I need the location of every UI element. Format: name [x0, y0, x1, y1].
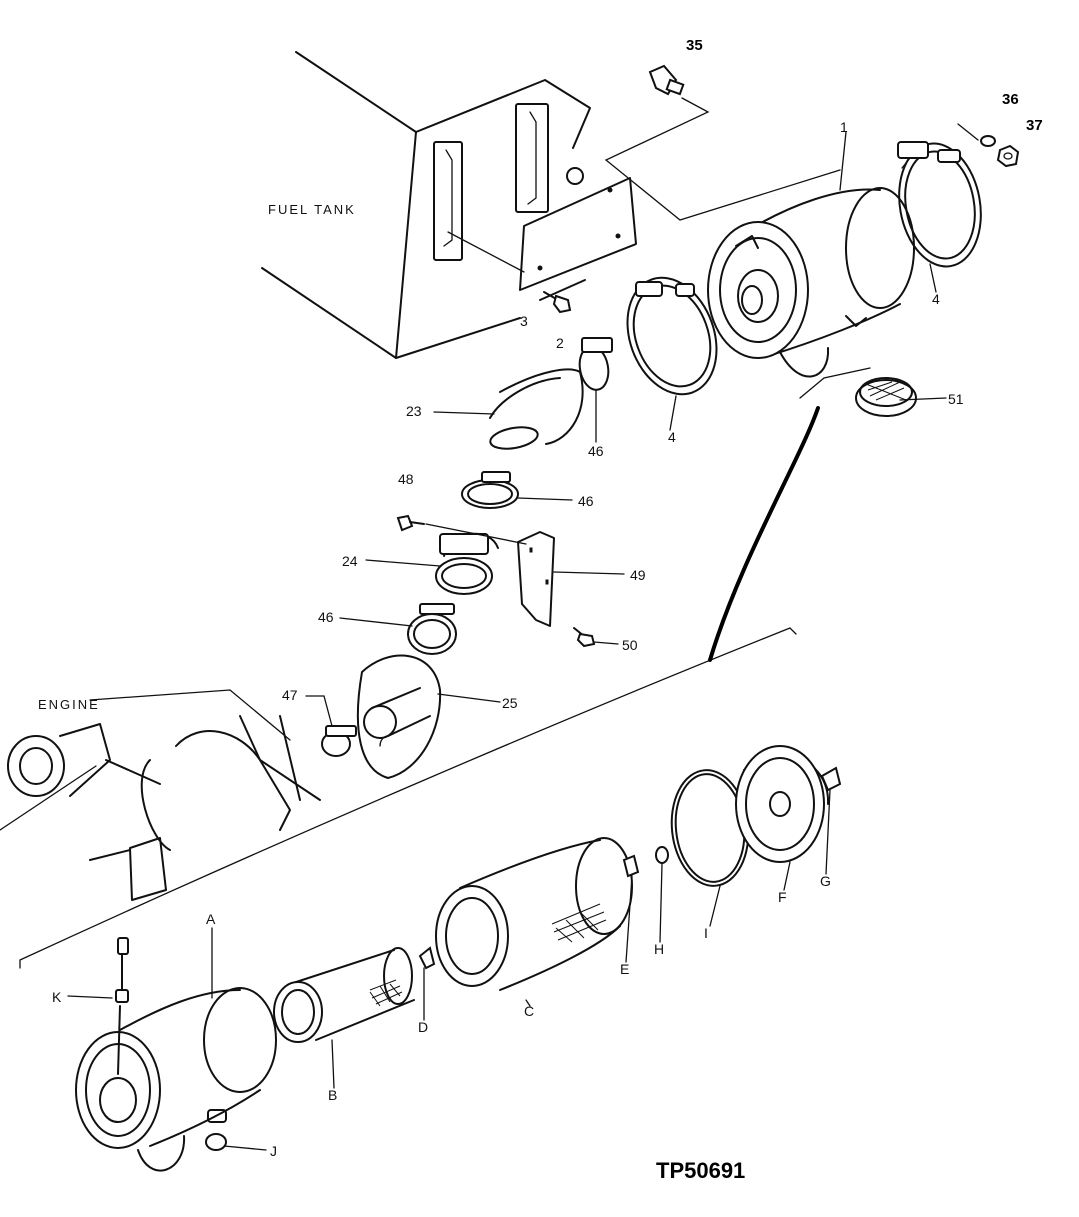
- label-A: A: [206, 911, 216, 927]
- label-4-middle: 4: [668, 429, 676, 445]
- cover: [735, 745, 830, 863]
- nut: [996, 144, 1020, 168]
- primary-filter: [435, 837, 633, 991]
- cap-screw: [396, 514, 425, 532]
- label-J: J: [270, 1143, 277, 1159]
- label-51: 51: [948, 391, 964, 407]
- washer: [980, 135, 996, 147]
- label-H: H: [654, 941, 664, 957]
- mounting-bracket: [517, 531, 555, 627]
- label-1: 1: [840, 119, 848, 135]
- label-25: 25: [502, 695, 518, 711]
- label-47: 47: [282, 687, 298, 703]
- dust-valve-j: [205, 1133, 227, 1151]
- wing-nut-g: [820, 766, 842, 792]
- bolt-50: [573, 627, 596, 648]
- label-4-upper: 4: [932, 291, 940, 307]
- label-2: 2: [556, 335, 564, 351]
- washer-h: [655, 846, 669, 864]
- restriction-indicator: [115, 937, 129, 1075]
- part-labels: 35 36 37 1 4 3 2 23 46 4 51 48 46 24 49 …: [52, 37, 1043, 1159]
- leader-curve: [708, 406, 820, 662]
- label-46-lower: 46: [318, 609, 334, 625]
- label-37: 37: [1026, 117, 1043, 134]
- label-49: 49: [630, 567, 646, 583]
- label-E: E: [620, 961, 629, 977]
- fuel-tank-label: FUEL TANK: [268, 202, 356, 217]
- hose-clamp-middle: [461, 471, 519, 509]
- elbow-fitting: [604, 64, 841, 221]
- wing-nut-e: [622, 854, 640, 878]
- label-46-upper: 46: [588, 443, 604, 459]
- air-cleaner-housing: [75, 987, 277, 1172]
- engine-label: ENGINE: [38, 697, 100, 712]
- divider-line: [19, 627, 797, 969]
- rubber-elbow: [356, 654, 442, 779]
- band-clamp: [897, 141, 982, 268]
- elbow-hose: [489, 368, 584, 450]
- hose-clamp-lower: [407, 603, 457, 655]
- label-B: B: [328, 1087, 337, 1103]
- band-clamp-middle: [626, 276, 718, 396]
- label-G: G: [820, 873, 831, 889]
- hose-adapter: [425, 523, 527, 595]
- mounting-plate: [447, 177, 637, 291]
- label-D: D: [418, 1019, 428, 1035]
- label-48: 48: [398, 471, 414, 487]
- label-24: 24: [342, 553, 358, 569]
- hose-clamp: [578, 337, 613, 391]
- label-3: 3: [520, 313, 528, 329]
- label-50: 50: [622, 637, 638, 653]
- air-cleaner-assembly: [707, 123, 979, 378]
- bolt: [543, 291, 572, 314]
- label-I: I: [704, 925, 708, 941]
- clamp-47: [321, 725, 357, 757]
- label-46-middle: 46: [578, 493, 594, 509]
- leader-lines: [67, 131, 947, 1151]
- fuel-tank: FUEL TANK: [261, 51, 591, 359]
- engine: ENGINE: [0, 689, 321, 901]
- secondary-filter: [273, 947, 415, 1043]
- label-C: C: [524, 1003, 534, 1019]
- dust-valve: [799, 367, 917, 417]
- label-F: F: [778, 889, 787, 905]
- label-36: 36: [1002, 91, 1019, 108]
- figure-id: TP50691: [656, 1158, 745, 1183]
- label-23: 23: [406, 403, 422, 419]
- wing-nut-d: [418, 946, 436, 970]
- leader-bracket: [379, 735, 389, 747]
- label-35: 35: [686, 37, 703, 54]
- label-K: K: [52, 989, 62, 1005]
